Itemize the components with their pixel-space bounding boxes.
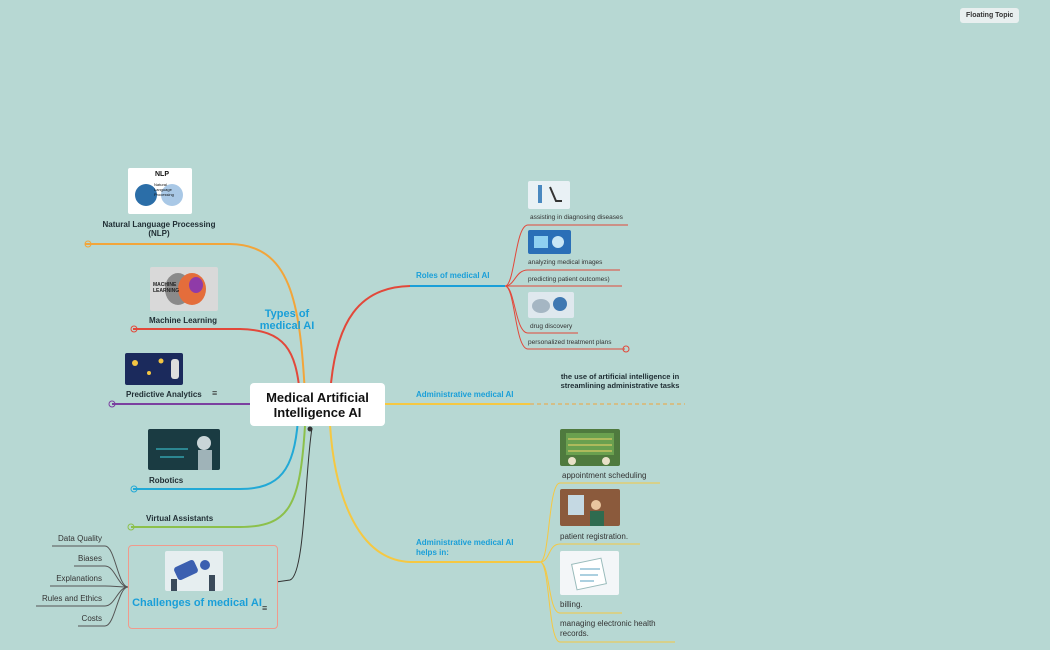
nlp-image-subtext: Natural Language Processing bbox=[154, 182, 174, 197]
administrative-description[interactable]: the use of artificial intelligence in st… bbox=[560, 372, 680, 390]
billing[interactable]: billing. bbox=[560, 600, 583, 609]
branch-roles bbox=[329, 285, 505, 396]
machine-learning-image: MACHINE LEARNING bbox=[150, 267, 218, 311]
administrative-helps-label[interactable]: Administrative medical AI helps in: bbox=[416, 538, 514, 557]
notes-icon[interactable]: ≡ bbox=[212, 388, 218, 398]
appointment-scheduling[interactable]: appointment scheduling bbox=[562, 471, 647, 480]
machine-learning-image-text: MACHINE LEARNING bbox=[153, 282, 180, 294]
role-drug-discovery[interactable]: drug discovery bbox=[530, 323, 573, 330]
virtual-assistants-label[interactable]: Virtual Assistants bbox=[146, 514, 214, 523]
role-diagnosing[interactable]: assisting in diagnosing diseases bbox=[530, 214, 623, 221]
types-of-medical-ai-label[interactable]: Types of medical AI bbox=[259, 308, 315, 332]
roles-of-medical-ai-label[interactable]: Roles of medical AI bbox=[416, 271, 490, 280]
predictive-analytics-label[interactable]: Predictive Analytics bbox=[126, 390, 202, 399]
nlp-image-text: NLP bbox=[155, 171, 169, 178]
challenges-notes-icon[interactable]: ≡ bbox=[262, 603, 268, 613]
challenge-data-quality[interactable]: Data Quality bbox=[57, 534, 102, 543]
challenges-image bbox=[165, 551, 223, 591]
role-medical-images[interactable]: analyzing medical images bbox=[528, 259, 603, 266]
patient-registration[interactable]: patient registration. bbox=[560, 532, 629, 541]
medical-images-image bbox=[528, 230, 571, 254]
appointment-scheduling-image bbox=[560, 429, 620, 466]
nlp-image: NLP Natural Language Processing bbox=[128, 168, 192, 214]
branch-virtual bbox=[131, 425, 306, 528]
challenge-rules-ethics[interactable]: Rules and Ethics bbox=[41, 594, 102, 603]
predictive-analytics-image bbox=[125, 353, 183, 385]
branch-ml bbox=[133, 328, 301, 396]
managing-health-records[interactable]: managing electronic health records. bbox=[560, 619, 656, 638]
central-topic[interactable]: Medical Artificial Intelligence AI bbox=[250, 383, 385, 426]
challenge-explanations[interactable]: Explanations bbox=[56, 574, 102, 583]
billing-image bbox=[560, 551, 619, 595]
challenge-biases[interactable]: Biases bbox=[77, 554, 102, 563]
branch-nlp bbox=[85, 243, 306, 396]
role-patient-outcomes[interactable]: predicting patient outcomes) bbox=[528, 276, 610, 283]
robotics-label[interactable]: Robotics bbox=[149, 476, 184, 485]
nlp-label[interactable]: Natural Language Processing (NLP) bbox=[102, 220, 216, 238]
branch-robotics bbox=[133, 419, 299, 490]
challenge-costs[interactable]: Costs bbox=[81, 614, 102, 623]
administrative-medical-ai-label[interactable]: Administrative medical AI bbox=[416, 390, 514, 399]
branch-helps bbox=[329, 424, 540, 563]
drug-discovery-image bbox=[528, 292, 574, 318]
floating-topic[interactable]: Floating Topic bbox=[960, 8, 1020, 23]
challenges-title[interactable]: Challenges of medical AI bbox=[132, 597, 262, 609]
branch-challenges bbox=[275, 427, 313, 583]
patient-registration-image bbox=[560, 489, 620, 526]
robotics-image bbox=[148, 429, 220, 470]
machine-learning-label[interactable]: Machine Learning bbox=[148, 316, 217, 325]
role-treatment-plans[interactable]: personalized treatment plans bbox=[528, 339, 612, 346]
diagnosis-image bbox=[528, 181, 570, 209]
